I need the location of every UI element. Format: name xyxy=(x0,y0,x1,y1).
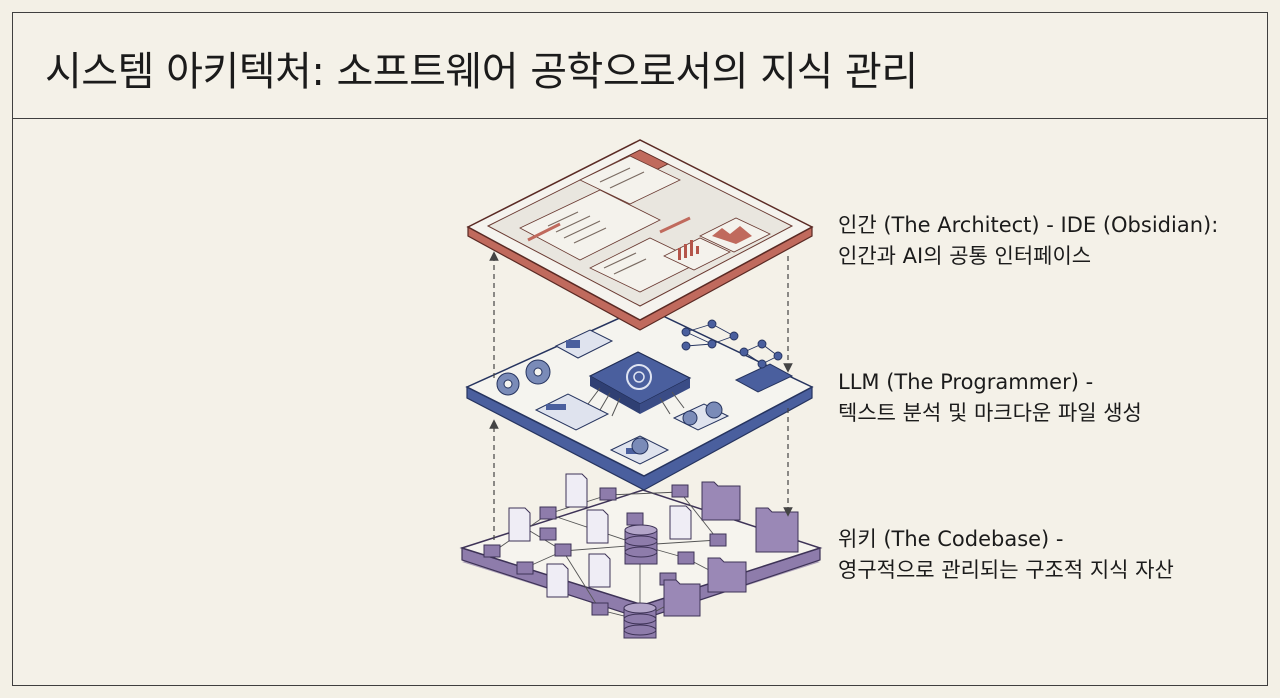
wiki-layer-label: 위키 (The Codebase) - 영구적으로 관리되는 구조적 지식 자산 xyxy=(838,524,1174,586)
area-chart-icon xyxy=(699,217,771,253)
wiki-layer-description: 영구적으로 관리되는 구조적 지식 자산 xyxy=(838,558,1174,582)
ide-layer-description: 인간과 AI의 공통 인터페이스 xyxy=(838,244,1092,268)
tab-strip xyxy=(527,216,691,242)
ide-layer-label: 인간 (The Architect) - IDE (Obsidian): 인간과… xyxy=(838,210,1218,272)
ide-layer xyxy=(466,139,814,331)
page-title: 시스템 아키텍처: 소프트웨어 공학으로서의 지식 관리 xyxy=(45,49,918,95)
ide-layer-title: 인간 (The Architect) - IDE (Obsidian): xyxy=(838,213,1219,237)
folder-icon xyxy=(663,481,799,617)
llm-layer-title: LLM (The Programmer) - xyxy=(838,370,1094,394)
gear-icon xyxy=(496,359,723,455)
document-icon xyxy=(508,473,692,598)
llm-layer-label: LLM (The Programmer) - 텍스트 분석 및 마크다운 파일 … xyxy=(838,367,1142,429)
wiki-layer xyxy=(459,473,823,639)
code-lines xyxy=(547,167,647,275)
llm-layer-description: 텍스트 분석 및 마크다운 파일 생성 xyxy=(838,401,1142,425)
chip-icon xyxy=(587,351,692,417)
slide-header: 시스템 아키텍처: 소프트웨어 공학으로서의 지식 관리 xyxy=(13,13,1267,119)
database-icon xyxy=(623,524,658,639)
network-graph-icon xyxy=(681,319,783,369)
bar-chart-icon xyxy=(663,237,731,271)
wiki-layer-title: 위키 (The Codebase) - xyxy=(838,527,1064,551)
flow-arrows xyxy=(489,251,793,540)
llm-layer xyxy=(465,306,814,491)
